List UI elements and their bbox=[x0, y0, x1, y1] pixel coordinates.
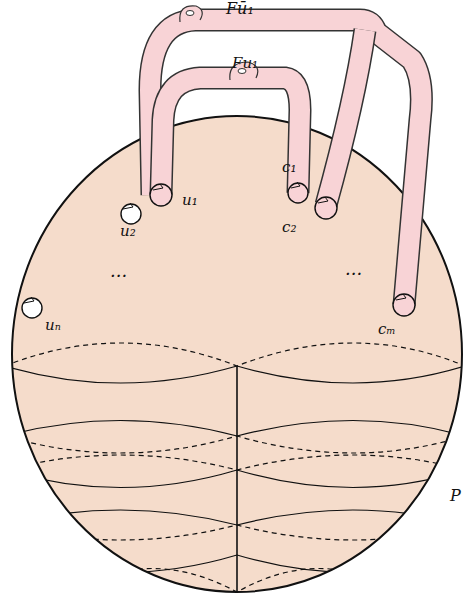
math-label: uₙ bbox=[45, 318, 61, 333]
math-label: Fu₁ bbox=[232, 56, 258, 71]
math-label: ... bbox=[345, 260, 362, 278]
math-label: ... bbox=[110, 262, 127, 280]
math-label: c₂ bbox=[282, 220, 296, 235]
math-label: u₂ bbox=[120, 224, 136, 239]
math-label: u₁ bbox=[182, 193, 198, 208]
math-label: c₁ bbox=[282, 160, 296, 175]
math-label: P bbox=[450, 488, 461, 504]
math-label: cₘ bbox=[378, 322, 396, 337]
math-label: Fū₁ bbox=[226, 1, 254, 17]
